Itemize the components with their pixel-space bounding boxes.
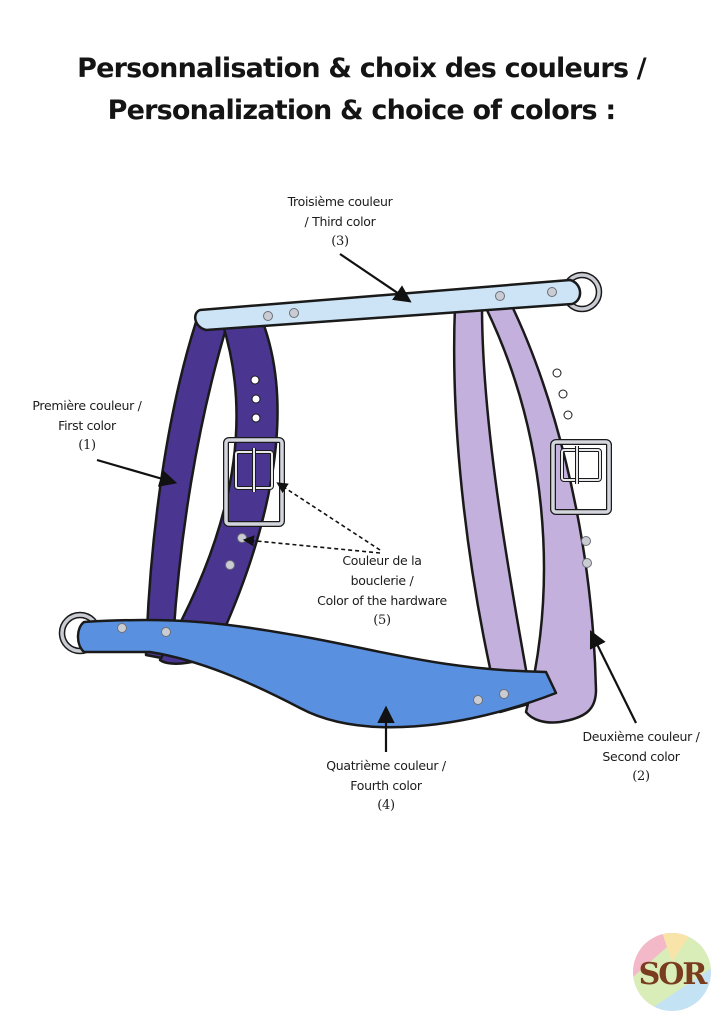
label-hardware-color-fr: Couleur de la — [342, 553, 422, 568]
third-strap-rivets — [263, 287, 557, 321]
third-color-strap — [193, 278, 582, 332]
arrow-first-color — [96, 458, 178, 487]
brand-logo: SOR — [633, 933, 711, 1011]
label-hardware-color: Couleur de la bouclerie / Color of the h… — [300, 551, 464, 631]
arrow-second-color — [589, 630, 637, 724]
label-second-color-en: Second color — [602, 749, 680, 764]
label-hardware-color-fr2: bouclerie / — [350, 573, 414, 588]
label-fourth-color: Quatrième couleur / Fourth color (4) — [306, 756, 466, 816]
label-fourth-color-fr: Quatrième couleur / — [326, 758, 446, 773]
fourth-strap-rivets — [117, 623, 509, 705]
brand-logo-text: SOR — [639, 957, 709, 992]
second-strap-holes — [552, 368, 573, 420]
arrow-hardware-rivet — [242, 535, 381, 554]
page-title: Personnalisation & choix des couleurs / … — [0, 48, 723, 132]
fourth-color-strap — [76, 618, 558, 729]
arrow-hardware-buckle — [276, 482, 381, 551]
label-third-color-num: (3) — [331, 234, 349, 249]
label-fourth-color-num: (4) — [377, 798, 395, 813]
arrow-third-color — [339, 253, 412, 303]
label-first-color-fr: Première couleur / — [32, 398, 142, 413]
label-hardware-color-num: (5) — [373, 613, 391, 628]
title-line-en: Personalization & choice of colors : — [107, 95, 617, 126]
label-hardware-color-en: Color of the hardware — [317, 593, 447, 608]
left-buckle — [223, 437, 285, 527]
second-color-strap-main — [484, 300, 598, 724]
label-third-color-en: / Third color — [304, 214, 376, 229]
label-first-color: Première couleur / First color (1) — [14, 396, 160, 456]
second-strap-rivets — [581, 536, 592, 568]
label-first-color-en: First color — [58, 418, 116, 433]
label-second-color-fr: Deuxième couleur / — [582, 729, 700, 744]
label-second-color-num: (2) — [632, 769, 650, 784]
label-third-color: Troisième couleur / Third color (3) — [260, 192, 420, 252]
first-strap-holes — [250, 375, 261, 423]
title-line-fr: Personnalisation & choix des couleurs / — [77, 53, 647, 84]
label-fourth-color-en: Fourth color — [350, 778, 422, 793]
label-third-color-fr: Troisième couleur — [287, 194, 393, 209]
label-second-color: Deuxième couleur / Second color (2) — [568, 727, 714, 787]
label-first-color-num: (1) — [78, 438, 96, 453]
right-buckle — [550, 439, 612, 515]
